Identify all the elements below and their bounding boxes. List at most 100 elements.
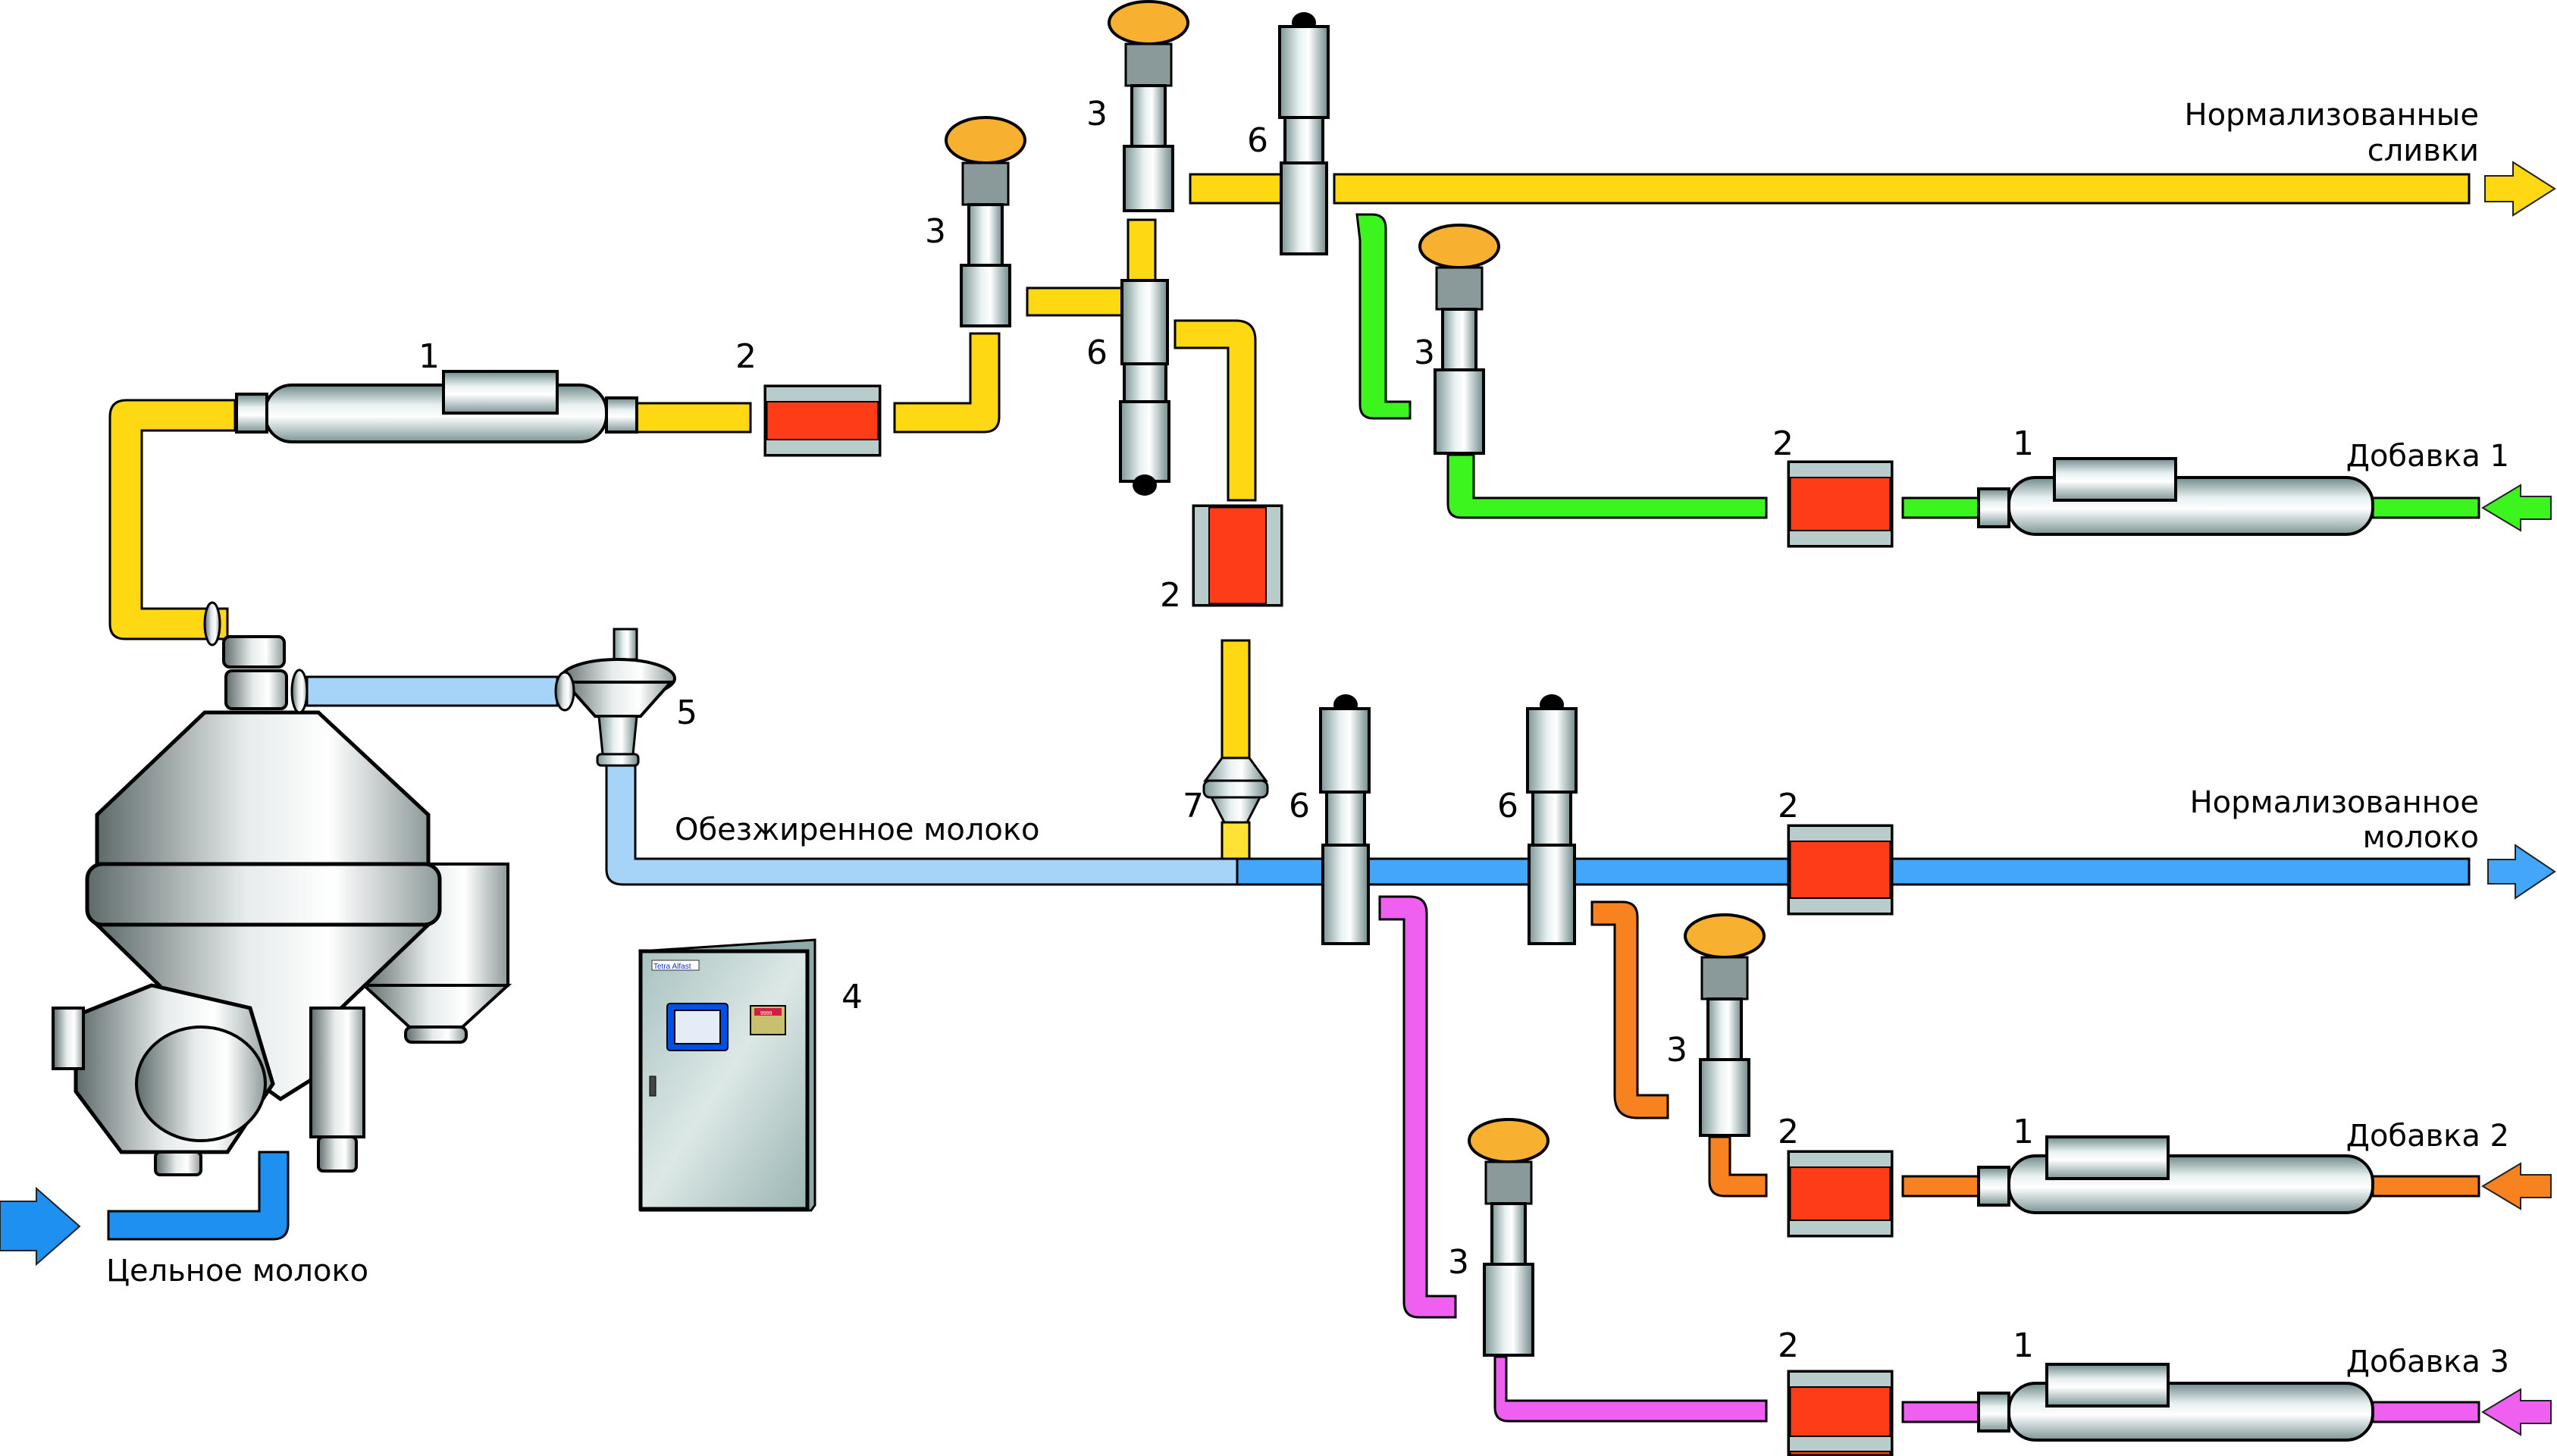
callout-1-cream: 1 (418, 337, 440, 376)
additive3-pipe-mid (1901, 1401, 1980, 1423)
ft-milk (1787, 824, 1894, 916)
callout-3-cream-left: 3 (925, 212, 946, 251)
whole-milk-pipe (107, 1151, 290, 1241)
flowmeter-additive2 (1977, 1135, 2374, 1214)
cream-pipe-bend-down (1174, 319, 1257, 502)
label-normalized-cream-2: сливки (2367, 133, 2479, 168)
cream-pipe-h-mid (1026, 287, 1127, 317)
additive3-pipe-upper (1378, 895, 1457, 1319)
callout-6-cream-mid: 6 (1086, 333, 1108, 372)
additive3-pipe-lower (1493, 1355, 1768, 1423)
sv-cream-top (1278, 12, 1330, 255)
separator-top-outlet (222, 635, 286, 669)
additive1-pipe-upper (1355, 213, 1412, 420)
additive3-pipe-in (2371, 1401, 2480, 1423)
cream-pipe-top-h (1189, 173, 1283, 205)
callout-1-additive3: 1 (2013, 1326, 2034, 1365)
ft-additive1 (1787, 460, 1894, 548)
label-normalized-milk-1: Нормализованное (2190, 785, 2479, 820)
flowmeter-additive3 (1977, 1363, 2374, 1442)
callout-6-milk-left: 6 (1289, 787, 1310, 825)
additive3-in-arrow-icon (2481, 1388, 2552, 1436)
additive1-pipe-in (2371, 496, 2480, 519)
separator (52, 601, 512, 1176)
callout-2-additive2: 2 (1778, 1113, 1799, 1151)
milk-out-arrow-icon (2487, 844, 2556, 900)
cream-pipe-to-ft (635, 402, 752, 434)
cream-pipe-out (1333, 173, 2471, 205)
skim-pipe-down-right (605, 764, 1239, 886)
sv-cream-mid (1119, 279, 1170, 496)
label-normalized-cream-1: Нормализованные (2184, 98, 2479, 133)
cream-pipe-v-lower (1221, 639, 1251, 759)
cv-cream-top (1108, 0, 1189, 212)
cream-pipe-v-top (1127, 218, 1157, 282)
callout-6-cream-top: 6 (1247, 121, 1268, 160)
label-additive-2: Добавка 2 (2346, 1119, 2509, 1154)
cv-cream-left (945, 116, 1026, 327)
control-panel: Tetra Alfast 9999 (638, 938, 816, 1212)
additive2-pipe-mid (1901, 1175, 1980, 1198)
callout-6-milk-right: 6 (1497, 787, 1518, 825)
ft-cream (763, 384, 882, 457)
callout-1-additive2: 1 (2013, 1113, 2034, 1151)
cv-additive1 (1418, 224, 1500, 455)
pressure-regulator (554, 628, 676, 767)
sv-milk-left (1319, 694, 1371, 945)
cream-pipe-v-bottom (1221, 821, 1251, 862)
callout-1-additive1: 1 (2013, 424, 2034, 463)
separator-bowl-rim (85, 862, 442, 927)
cream-pipe-up-to-valve3 (893, 332, 1001, 434)
additive2-pipe-in (2371, 1175, 2480, 1198)
callout-2-additive3: 2 (1778, 1326, 1799, 1365)
ft-cream-vertical (1192, 504, 1283, 607)
callout-3-cream-top: 3 (1086, 95, 1108, 133)
flowmeter-additive1 (1977, 457, 2374, 536)
component-callouts: 1 2 3 3 6 6 2 7 5 4 3 2 1 6 6 2 3 2 1 3 … (418, 95, 2034, 1365)
additive1-pipe-lower (1446, 453, 1768, 519)
panel-door (638, 949, 810, 1211)
callout-4: 4 (841, 978, 863, 1016)
callout-2-additive1: 2 (1772, 424, 1794, 463)
callout-7: 7 (1183, 787, 1204, 825)
shutoff-valves (1119, 12, 1578, 945)
flowmeter-cream (235, 370, 638, 443)
callout-3-additive3: 3 (1448, 1243, 1469, 1282)
check-valve (1202, 756, 1269, 824)
whole-milk-in-arrow-icon (0, 1186, 81, 1267)
flow-arrows (0, 161, 2556, 1436)
additive1-in-arrow-icon (2481, 484, 2552, 532)
separator-cone (95, 710, 431, 866)
label-normalized-milk-2: молоко (2363, 820, 2479, 855)
panel-display-value: 9999 (760, 1011, 772, 1016)
ft-additive2 (1787, 1150, 1894, 1238)
pipes (107, 173, 2480, 1423)
panel-door-handle[interactable] (649, 1076, 656, 1097)
panel-brand: Tetra Alfast (653, 963, 691, 971)
label-additive-1: Добавка 1 (2346, 439, 2509, 474)
callout-5: 5 (676, 694, 697, 732)
label-additive-3: Добавка 3 (2346, 1345, 2509, 1379)
cv-additive3 (1468, 1118, 1550, 1357)
callout-2-milk: 2 (1778, 787, 1799, 825)
cream-pipe-separator-out (108, 399, 237, 640)
additive2-pipe-lower (1708, 1135, 1768, 1198)
callout-3-additive2: 3 (1666, 1031, 1687, 1069)
control-valves (945, 0, 1766, 1357)
sv-milk-right (1526, 694, 1578, 945)
callout-2-cream-vertical: 2 (1160, 576, 1181, 615)
callout-2-cream: 2 (735, 337, 757, 376)
callout-3-additive1: 3 (1414, 333, 1435, 372)
cv-additive2 (1684, 913, 1766, 1137)
additive2-in-arrow-icon (2481, 1162, 2552, 1210)
label-whole-milk: Цельное молоко (106, 1254, 368, 1288)
additive1-pipe-mid (1901, 496, 1980, 519)
skim-pipe-top (306, 675, 559, 707)
flow-labels: Нормализованные сливки Нормализованное м… (106, 98, 2509, 1379)
flow-transmitters (763, 384, 1894, 1456)
ft-additive3 (1787, 1370, 1894, 1456)
label-skim-milk: Обезжиренное молоко (675, 813, 1039, 847)
cream-out-arrow-icon (2484, 161, 2556, 217)
additive2-pipe-upper (1590, 900, 1669, 1119)
